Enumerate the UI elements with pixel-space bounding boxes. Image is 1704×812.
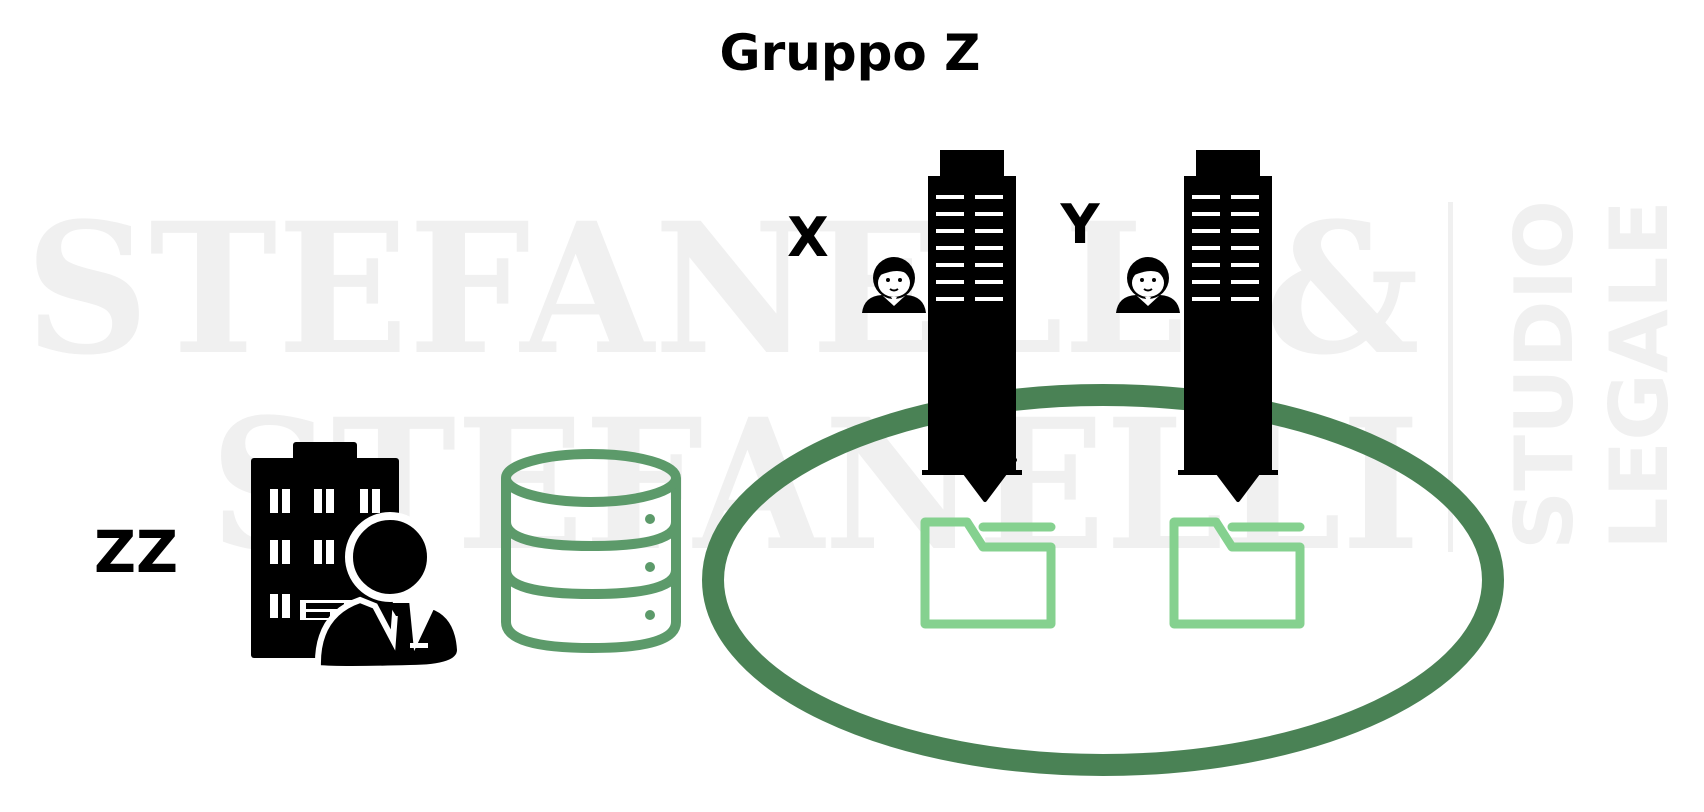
database-icon xyxy=(501,449,681,654)
entity-x: X xyxy=(787,150,1022,475)
entity-y: Y xyxy=(1059,150,1278,475)
entity-y-label: Y xyxy=(1059,193,1100,256)
watermark-studio: STUDIO xyxy=(1498,200,1591,550)
watermark-divider xyxy=(1448,202,1453,552)
entity-zz: ZZ xyxy=(94,442,464,672)
watermark-legale: LEGALE xyxy=(1593,200,1686,550)
businessman-icon xyxy=(300,512,464,672)
folder-icon xyxy=(1169,517,1305,629)
group-ellipse xyxy=(702,384,1504,776)
arrow-x-to-folder xyxy=(953,354,1017,502)
user-icon xyxy=(862,257,926,313)
entity-x-label: X xyxy=(787,206,829,269)
office-building-icon xyxy=(922,150,1022,475)
user-icon xyxy=(1116,257,1180,313)
office-building-icon xyxy=(1178,150,1278,475)
entity-zz-label: ZZ xyxy=(94,518,178,586)
page-title: Gruppo Z xyxy=(720,24,981,82)
arrow-y-to-folder xyxy=(1206,354,1270,502)
folder-icon xyxy=(920,517,1056,629)
